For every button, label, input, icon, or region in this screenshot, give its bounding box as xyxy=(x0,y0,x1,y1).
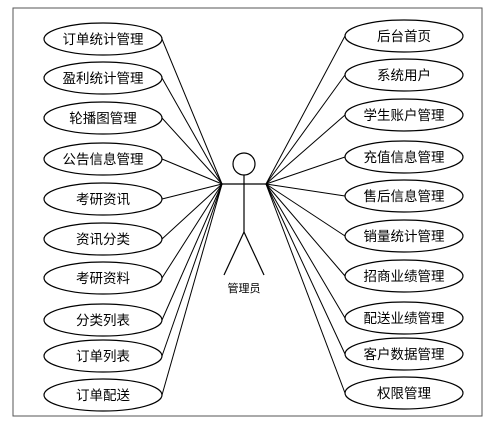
use-case-oval xyxy=(43,261,163,295)
association-line xyxy=(161,183,223,396)
use-case-label: 销量统计管理 xyxy=(364,229,445,245)
use-case: 学生账户管理 xyxy=(344,98,464,132)
use-case: 招商业绩管理 xyxy=(344,259,464,293)
use-case-oval xyxy=(43,182,163,216)
use-case-oval xyxy=(43,339,163,373)
use-case: 订单列表 xyxy=(43,339,163,373)
use-case: 盈利统计管理 xyxy=(43,61,163,95)
use-case-label: 配送业绩管理 xyxy=(364,311,445,327)
use-case-label: 盈利统计管理 xyxy=(63,71,144,87)
use-case-oval xyxy=(344,301,464,335)
use-case-label: 学生账户管理 xyxy=(364,107,445,124)
association-line xyxy=(265,183,346,197)
use-case-oval xyxy=(344,376,464,410)
use-case-label: 客户数据管理 xyxy=(364,346,445,363)
left-use-cases: 订单统计管理盈利统计管理轮播图管理公告信息管理考研资讯资讯分类考研资料分类列表订… xyxy=(43,22,163,412)
use-case-label: 订单配送 xyxy=(76,388,130,404)
use-case: 充值信息管理 xyxy=(344,140,464,174)
use-case-oval xyxy=(344,219,464,253)
use-case-oval xyxy=(43,142,163,176)
use-case: 权限管理 xyxy=(344,376,464,410)
use-case-label: 后台首页 xyxy=(377,29,431,45)
use-case: 轮播图管理 xyxy=(43,101,163,135)
use-case-label: 资讯分类 xyxy=(76,232,130,248)
use-case-label: 充值信息管理 xyxy=(364,149,445,166)
association-line xyxy=(161,183,223,357)
use-case: 订单配送 xyxy=(43,378,163,412)
use-case: 配送业绩管理 xyxy=(344,301,464,335)
association-line xyxy=(265,114,346,185)
association-line xyxy=(161,158,223,185)
association-line xyxy=(265,74,346,185)
actor-admin: 管理员 xyxy=(222,152,266,295)
use-case-oval xyxy=(43,378,163,412)
use-case-label: 售后信息管理 xyxy=(364,188,445,205)
use-case-oval xyxy=(344,98,464,132)
association-line xyxy=(265,183,346,394)
use-case-oval xyxy=(43,22,163,56)
actor-head xyxy=(232,152,256,176)
actor-label: 管理员 xyxy=(228,281,261,295)
use-case-label: 权限管理 xyxy=(377,385,431,402)
association-line xyxy=(265,183,346,277)
association-lines xyxy=(161,35,346,396)
association-line xyxy=(265,35,346,185)
association-line xyxy=(161,117,223,185)
use-case-oval xyxy=(43,101,163,135)
use-case-oval xyxy=(344,19,464,53)
use-case: 系统用户 xyxy=(344,58,464,92)
association-line xyxy=(265,156,346,185)
use-case: 分类列表 xyxy=(43,303,163,337)
use-case-label: 订单列表 xyxy=(76,349,130,365)
association-line xyxy=(161,77,223,185)
use-case-oval xyxy=(344,140,464,174)
use-case-oval xyxy=(344,337,464,371)
association-line xyxy=(161,183,223,279)
use-case-label: 系统用户 xyxy=(377,67,431,84)
use-case-label: 分类列表 xyxy=(76,313,130,329)
association-line xyxy=(161,183,223,321)
use-case-oval xyxy=(344,259,464,293)
right-use-cases: 后台首页系统用户学生账户管理充值信息管理售后信息管理销量统计管理招商业绩管理配送… xyxy=(344,19,464,410)
use-case-oval xyxy=(43,303,163,337)
use-case-label: 公告信息管理 xyxy=(63,151,144,168)
use-case: 客户数据管理 xyxy=(344,337,464,371)
use-case-label: 考研资料 xyxy=(76,271,130,287)
association-line xyxy=(265,183,346,237)
use-case-label: 轮播图管理 xyxy=(69,111,137,127)
association-line xyxy=(265,183,346,355)
use-case-label: 订单统计管理 xyxy=(63,32,144,48)
association-line xyxy=(161,183,223,240)
association-line xyxy=(161,38,223,185)
use-case: 公告信息管理 xyxy=(43,142,163,176)
actor-left-leg xyxy=(223,231,245,276)
association-line xyxy=(265,183,346,319)
use-case: 资讯分类 xyxy=(43,222,163,256)
use-case-oval xyxy=(344,58,464,92)
use-case: 考研资讯 xyxy=(43,182,163,216)
use-case-oval xyxy=(43,61,163,95)
use-case-label: 考研资讯 xyxy=(76,192,130,208)
use-case: 考研资料 xyxy=(43,261,163,295)
association-line xyxy=(161,183,223,200)
use-case: 后台首页 xyxy=(344,19,464,53)
use-case-label: 招商业绩管理 xyxy=(364,269,445,285)
use-case: 销量统计管理 xyxy=(344,219,464,253)
use-case: 订单统计管理 xyxy=(43,22,163,56)
use-case-oval xyxy=(43,222,163,256)
use-case: 售后信息管理 xyxy=(344,179,464,213)
actor-right-leg xyxy=(243,231,265,276)
use-case-oval xyxy=(344,179,464,213)
